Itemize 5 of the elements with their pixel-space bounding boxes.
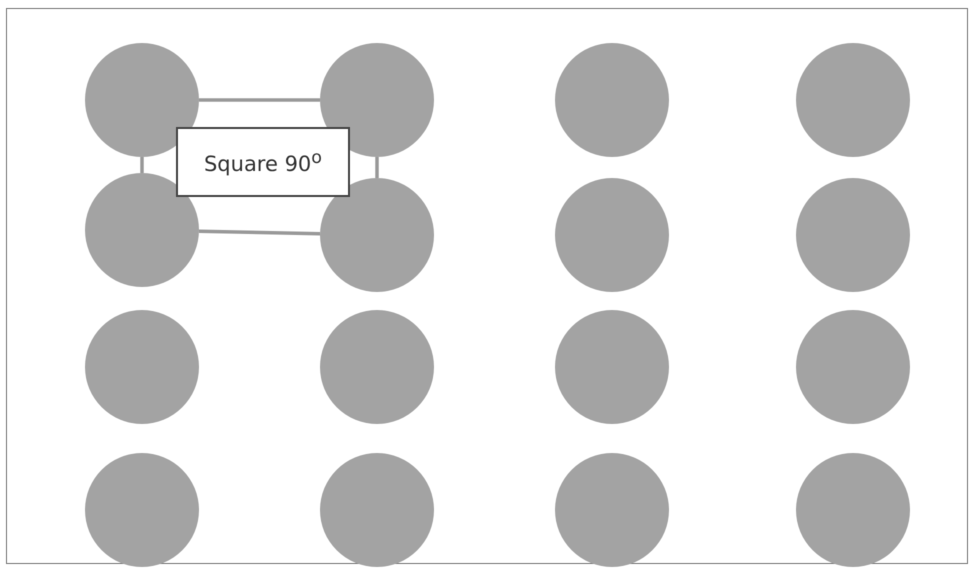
connector-line (199, 98, 320, 102)
connector-line (375, 157, 379, 178)
connector-line (140, 157, 144, 173)
label-text: Square 90$^{o}$ (204, 148, 322, 176)
label-box (176, 127, 350, 197)
